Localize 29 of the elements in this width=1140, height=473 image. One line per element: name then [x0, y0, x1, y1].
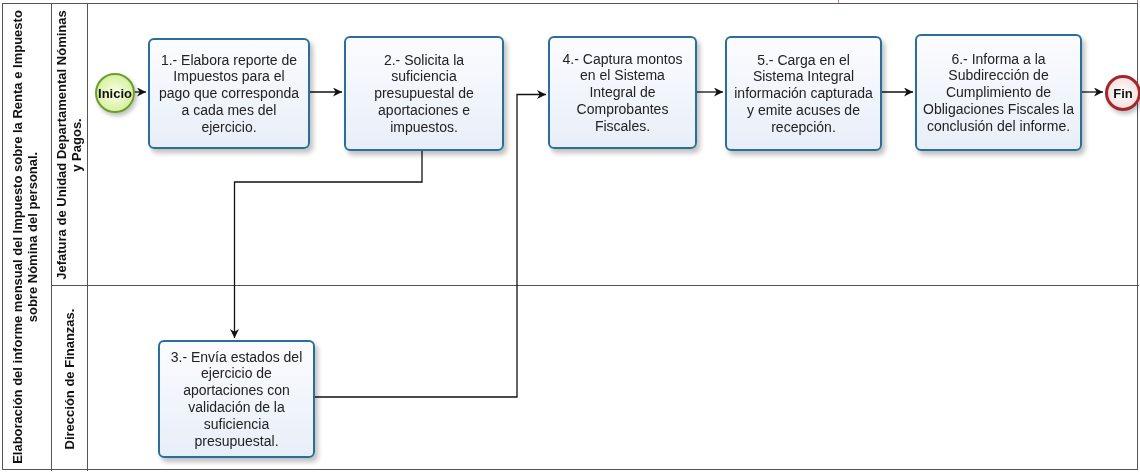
pool-frame: [2, 3, 1138, 470]
arrow: [307, 87, 343, 97]
process-box: [725, 36, 882, 151]
lane-title: Dirección de Finanzas.: [62, 307, 77, 451]
end-event-circle: [1105, 75, 1140, 111]
process-text: 6.- Informa a la Subdirección de Cumplimiento de Obligaciones Fiscales la conclusión del informe.: [923, 50, 1074, 135]
lane-title: Jefatura de Unidad Departamental Nóminas y Pagos.: [54, 8, 85, 282]
process-text: 4.- Captura montos en el Sistema Integral de Comprobantes Fiscales.: [561, 50, 684, 135]
process-text: 5.- Carga en el Sistema Integral información capturada y emite acuses de recepción.: [733, 51, 874, 136]
event-label: Fin: [1113, 85, 1133, 101]
process-text: 1.- Elabora reporte de Impuestos para el pago que corresponda a cada mes del ejercicio.: [157, 51, 301, 136]
arrow: [312, 90, 547, 398]
arrow: [694, 87, 724, 97]
process-box: [158, 340, 315, 458]
arrow: [879, 87, 914, 97]
arrow: [230, 149, 423, 339]
process-box: [915, 34, 1082, 151]
pool-title: Elaboración del informe mensual del Impuesto sobre la Renta e Impuesto sobre Nómina del personal.: [11, 8, 41, 465]
arrow: [1079, 87, 1104, 97]
swimlane: [51, 4, 1139, 285]
process-box: [548, 36, 697, 149]
arrow: [132, 87, 147, 97]
start-event-circle: [95, 73, 135, 113]
process-box: [148, 38, 310, 149]
process-box: [344, 36, 504, 151]
swimlane: [51, 285, 1139, 471]
process-text: 3.- Envía estados del ejercicio de aportaciones con validación de la suficiencia presupuestal.: [169, 348, 304, 450]
event-label: Inicio: [98, 85, 132, 101]
process-text: 2.- Solicita la suficiencia presupuestal de aportaciones e impuestos.: [373, 51, 475, 136]
